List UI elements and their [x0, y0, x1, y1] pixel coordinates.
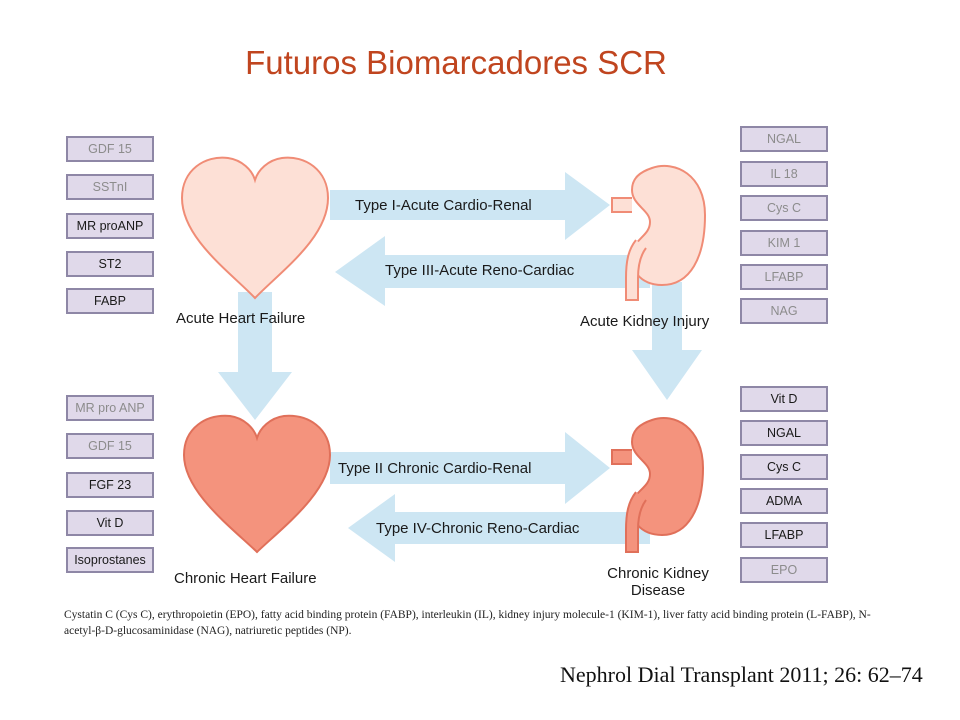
acute-kidney-icon — [611, 164, 707, 301]
biomarker-box: LFABP — [740, 264, 828, 290]
biomarker-box: IL 18 — [740, 161, 828, 187]
citation: Nephrol Dial Transplant 2011; 26: 62–74 — [560, 662, 923, 687]
page-title: Futuros Biomarcadores SCR — [245, 44, 667, 81]
figure-caption: Cystatin C (Cys C), erythropoietin (EPO)… — [64, 609, 871, 637]
biomarker-box: Vit D — [740, 386, 828, 412]
biomarker-box: GDF 15 — [66, 136, 154, 162]
biomarker-box: ST2 — [66, 251, 154, 277]
chronic-heart-failure-label: Chronic Heart Failure — [174, 570, 317, 587]
biomarker-box: NGAL — [740, 420, 828, 446]
type2-label: Type II Chronic Cardio-Renal — [338, 460, 532, 477]
biomarker-box: Vit D — [66, 510, 154, 536]
biomarker-box: MR proANP — [66, 213, 154, 239]
arrow-down-left — [218, 292, 292, 420]
acute-heart-icon — [180, 156, 330, 300]
chronic-kidney-icon — [611, 417, 705, 553]
biomarker-box: Cys C — [740, 454, 828, 480]
biomarker-box: MR pro ANP — [66, 395, 154, 421]
arrow-type3 — [335, 236, 650, 306]
chronic-kidney-disease-label: Chronic Kidney Disease — [598, 565, 718, 599]
biomarker-box: Isoprostanes — [66, 547, 154, 573]
chronic-heart-icon — [182, 414, 332, 554]
biomarker-box: FGF 23 — [66, 472, 154, 498]
type1-label: Type I-Acute Cardio-Renal — [355, 197, 532, 214]
biomarker-box: SSTnI — [66, 174, 154, 200]
arrow-down-right — [632, 282, 702, 400]
arrow-type2 — [330, 432, 610, 504]
arrow-type4 — [348, 494, 650, 562]
chronic-kidney-line1: Chronic Kidney — [607, 565, 709, 582]
type3-label: Type III-Acute Reno-Cardiac — [385, 262, 575, 279]
biomarker-box: Cys C — [740, 195, 828, 221]
biomarker-box: ADMA — [740, 488, 828, 514]
biomarker-box: KIM 1 — [740, 230, 828, 256]
biomarker-box: NGAL — [740, 126, 828, 152]
biomarker-box: GDF 15 — [66, 433, 154, 459]
arrow-type1 — [330, 172, 610, 240]
acute-heart-failure-label: Acute Heart Failure — [176, 310, 306, 327]
biomarker-box: LFABP — [740, 522, 828, 548]
acute-kidney-injury-label: Acute Kidney Injury — [580, 313, 710, 330]
biomarker-box: NAG — [740, 298, 828, 324]
chronic-kidney-line2: Disease — [630, 582, 686, 599]
type4-label: Type IV-Chronic Reno-Cardiac — [376, 520, 580, 537]
biomarker-box: EPO — [740, 557, 828, 583]
biomarker-box: FABP — [66, 288, 154, 314]
